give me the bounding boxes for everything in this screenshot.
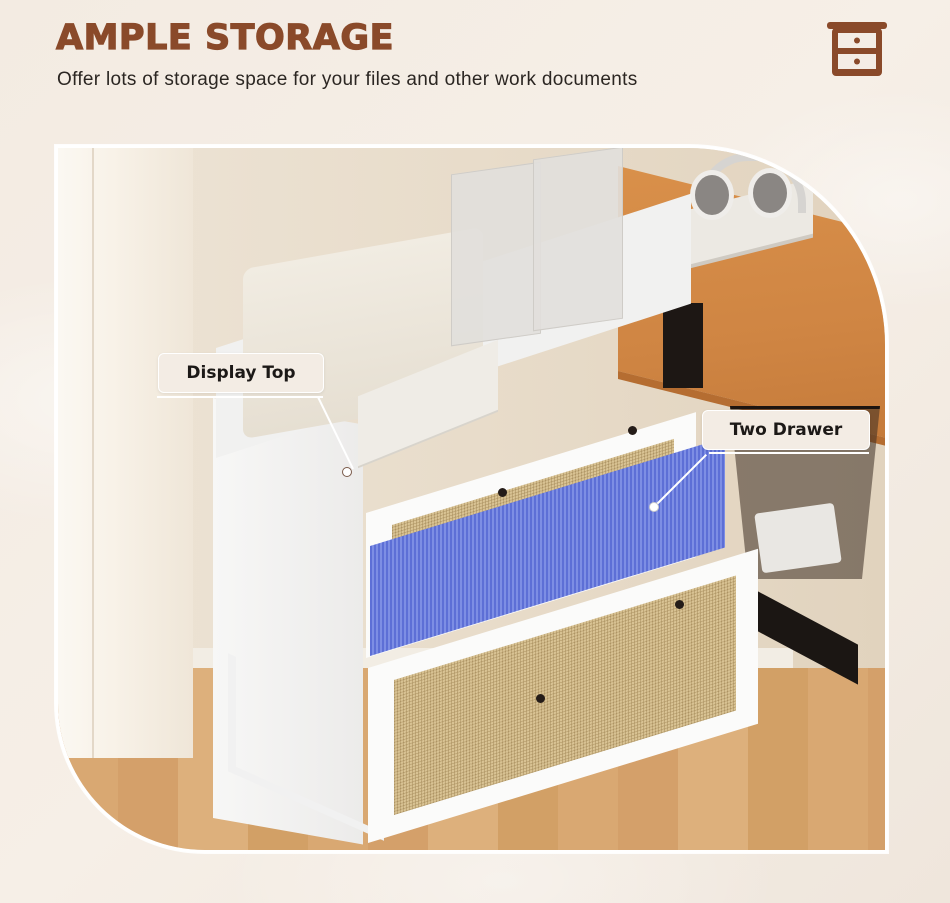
drawer-knob xyxy=(536,694,545,703)
callout-underline xyxy=(157,396,323,398)
callout-two-drawer: Two Drawer xyxy=(702,410,870,450)
headphone-cup xyxy=(748,168,792,218)
page-title: AMPLE STORAGE xyxy=(55,17,394,58)
callout-underline xyxy=(709,452,869,454)
file-organizer xyxy=(533,148,623,332)
callout-anchor-dot xyxy=(649,502,659,512)
page-subtitle: Offer lots of storage space for your fil… xyxy=(57,69,638,90)
callout-display-top: Display Top xyxy=(158,353,324,393)
desk-leg xyxy=(663,303,703,388)
callout-anchor-dot xyxy=(342,467,352,477)
product-photo xyxy=(58,148,885,850)
crumpled-paper xyxy=(754,502,842,574)
drawer-knob xyxy=(628,426,637,435)
cabinet-drawer-icon xyxy=(827,22,887,76)
drawer-knob xyxy=(675,600,684,609)
callout-label: Two Drawer xyxy=(729,420,843,440)
file-organizer xyxy=(451,161,541,347)
wall-pillar xyxy=(58,148,193,758)
callout-label: Display Top xyxy=(186,363,296,383)
product-photo-frame xyxy=(55,145,888,853)
headphone-cup xyxy=(690,170,734,220)
drawer-knob xyxy=(498,488,507,497)
